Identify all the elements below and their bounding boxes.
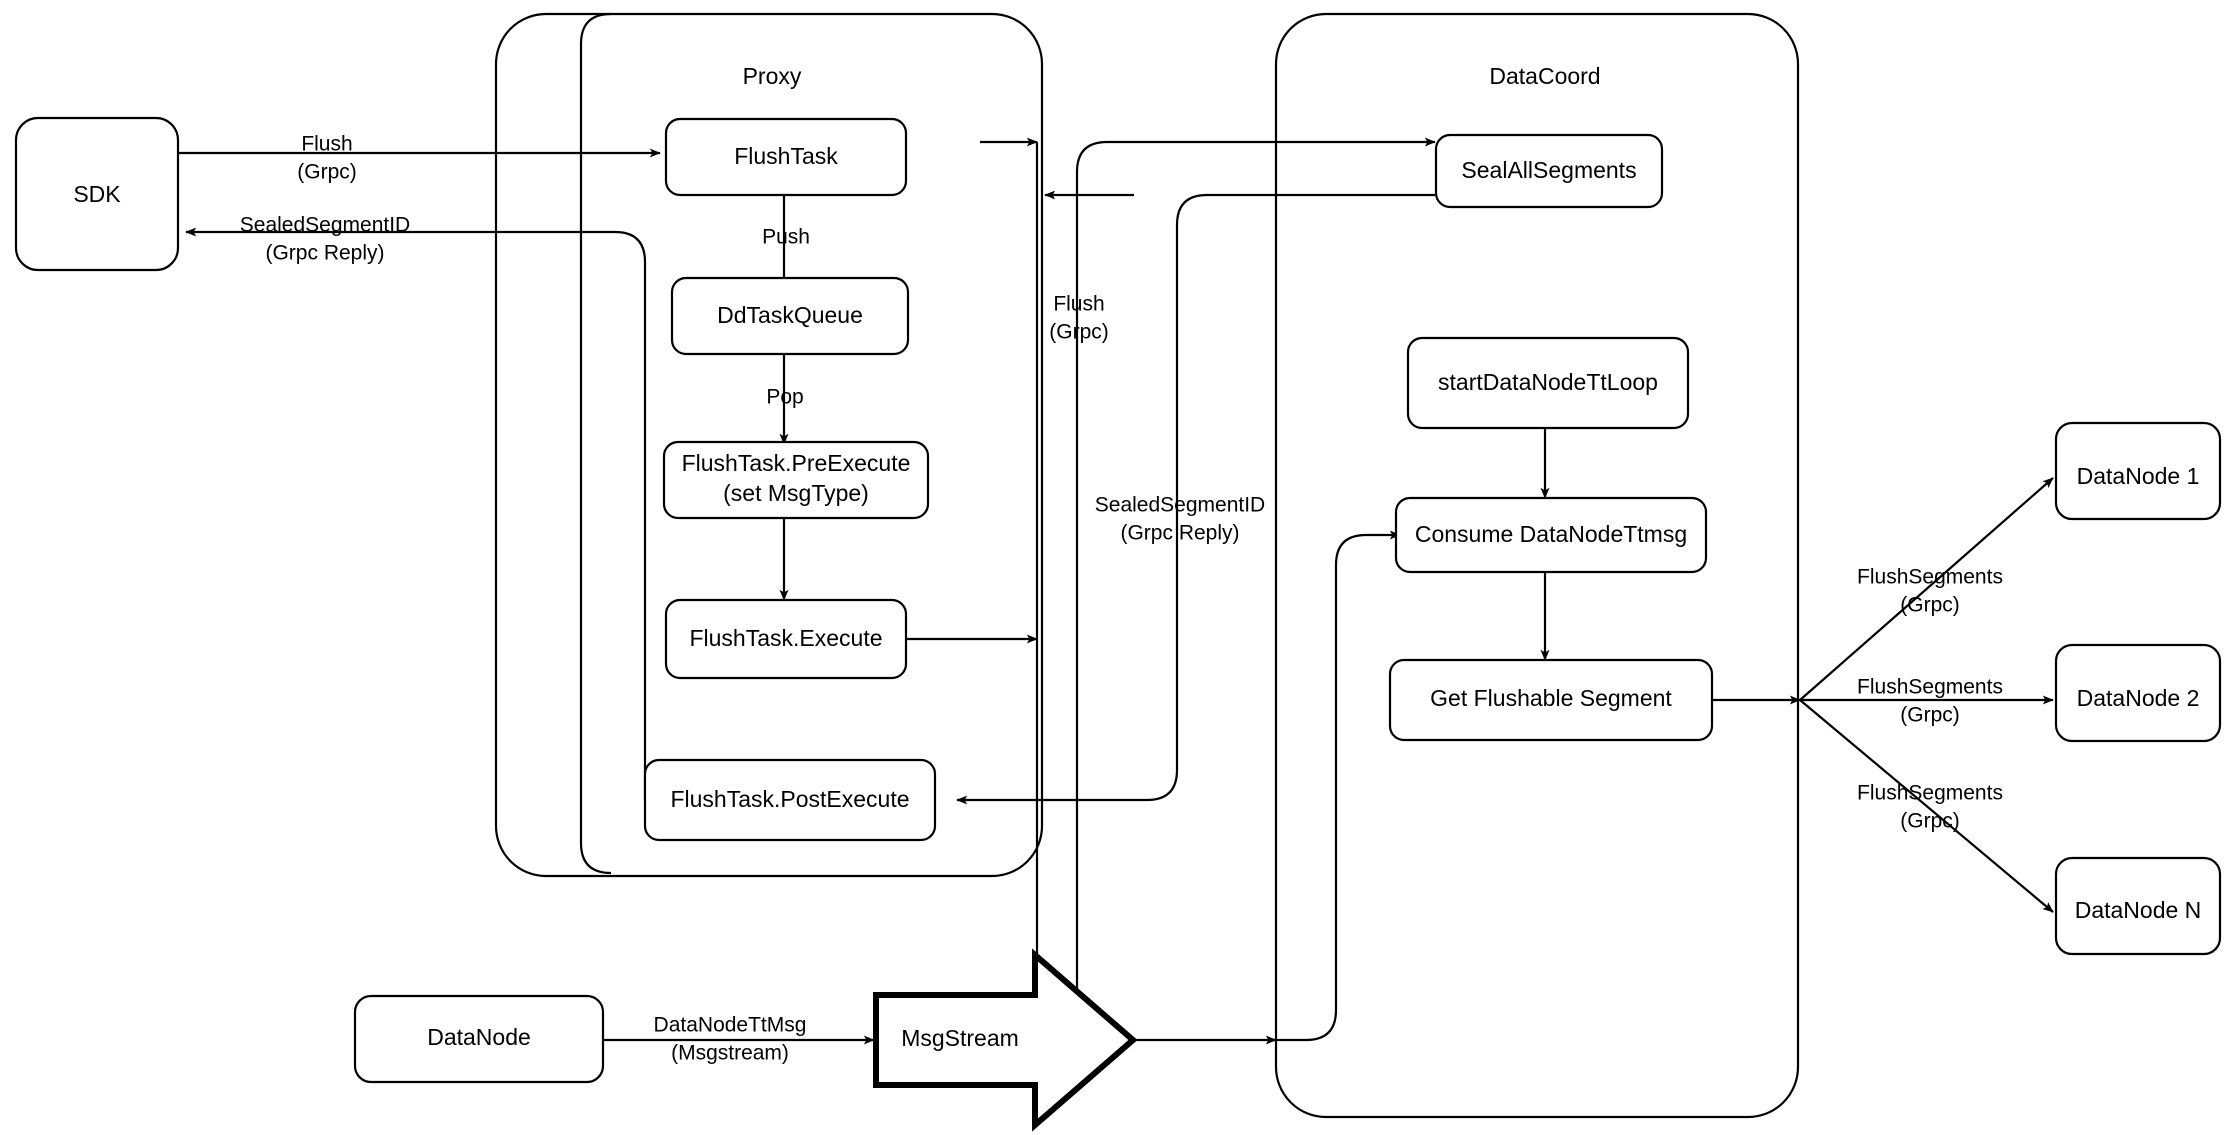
datacoord-container-border [1274,12,1800,1119]
node-ddtaskqueue[interactable]: DdTaskQueue [670,276,910,356]
edge-label-flushsegments-n: FlushSegments (Grpc) [1857,782,2003,833]
node-datanode-n[interactable]: DataNode N [2054,856,2222,956]
edge-trunk-proxy-left-upper [579,12,612,153]
edge-label-sdk-to-proxy: Flush (Grpc) [297,133,357,184]
proxy-container: Proxy [494,12,1044,878]
edge-flush-grpc-trunk [1075,137,1436,639]
edge-label-proxy-to-sdk: SealedSegmentID (Grpc Reply) [240,214,410,265]
edge-label-flush-grpc-line1: Flush [1053,293,1104,316]
node-msgstream-shape[interactable] [873,948,1138,1132]
edge-label-push: Push [762,226,810,249]
edge-label-flushsegments-n-line1: FlushSegments [1857,782,2003,805]
node-datanode-source[interactable]: DataNode [353,994,605,1084]
node-flushtask-box[interactable] [664,117,908,197]
node-flushtask-postexecute-label: FlushTask.PostExecute [670,786,909,812]
node-sdk-label: SDK [73,181,121,207]
node-sealallsegments-label: SealAllSegments [1461,157,1636,183]
edge-label-flush-line1: Flush [301,133,352,156]
node-datanode-n-label: DataNode N [2075,897,2202,923]
edge-label-sealedsegmentid-reply-line2: (Grpc Reply) [1120,522,1239,545]
node-flushtask-preexecute[interactable]: FlushTask.PreExecute (set MsgType) [662,440,930,520]
node-get-flushable-segment[interactable]: Get Flushable Segment [1388,658,1714,742]
edge-trunk-proxy-left-lower [579,153,612,875]
node-msgstream[interactable]: MsgStream [873,948,1138,1132]
node-consume-datanodettmsg-label: Consume DataNodeTtmsg [1415,521,1687,547]
node-msgstream-label: MsgStream [901,1025,1019,1051]
edge-label-flush-line2: (Grpc) [297,161,357,184]
node-startdatanodettloop-box[interactable] [1406,336,1690,430]
edge-label-sealedsegmentid-line1: SealedSegmentID [240,214,410,237]
proxy-container-label: Proxy [743,63,802,89]
node-startdatanodettloop[interactable]: startDataNodeTtLoop [1406,336,1690,430]
node-flushtask-postexecute[interactable]: FlushTask.PostExecute [643,758,937,842]
edge-label-flushsegments-1-line1: FlushSegments [1857,566,2003,589]
node-flushtask-execute-label: FlushTask.Execute [689,625,882,651]
edge-label-proxy-to-datacoord: Flush (Grpc) [1049,293,1109,344]
node-startdatanodettloop-label: startDataNodeTtLoop [1438,369,1658,395]
edge-label-pop: Pop [766,386,803,409]
edge-label-datacoord-to-proxy: SealedSegmentID (Grpc Reply) [1095,494,1265,545]
node-get-flushable-segment-box[interactable] [1388,658,1714,742]
edge-datacoord-entry-to-consume [1276,530,1401,1042]
edge-postexecute-to-sdk-path [581,230,647,800]
node-datanode-2-box[interactable] [2054,643,2222,743]
node-flushtask[interactable]: FlushTask [664,117,908,197]
node-flushtask-execute-box[interactable] [664,598,908,680]
node-flushtask-preexecute-label-line2: (set MsgType) [723,480,869,506]
edge-label-flush-grpc-line2: (Grpc) [1049,321,1109,344]
edge-label-flushsegments-n-line2: (Grpc) [1900,810,1960,833]
node-datanode-1[interactable]: DataNode 1 [2054,421,2222,521]
edge-label-flushsegments-1: FlushSegments (Grpc) [1857,566,2003,617]
edge-label-flushsegments-2-line1: FlushSegments [1857,676,2003,699]
edge-label-datanodettmsg-line1: DataNodeTtMsg [654,1014,807,1037]
node-flushtask-label: FlushTask [734,143,838,169]
node-sealallsegments[interactable]: SealAllSegments [1434,133,1664,209]
edge-label-sealedsegmentid-reply-line1: SealedSegmentID [1095,494,1265,517]
node-sdk-box[interactable] [14,116,180,272]
datacoord-container: DataCoord [1274,12,1800,1119]
edge-fanout-to-datanode-n [1799,699,2054,913]
node-flushtask-execute[interactable]: FlushTask.Execute [664,598,908,680]
node-get-flushable-segment-label: Get Flushable Segment [1430,685,1672,711]
edge-sealedsegmentid-reply-trunk [956,193,1435,805]
node-datanode-n-box[interactable] [2054,856,2222,956]
edge-label-flushsegments-1-line2: (Grpc) [1900,594,1960,617]
node-flushtask-preexecute-label-line1: FlushTask.PreExecute [682,450,911,476]
node-datanode-2[interactable]: DataNode 2 [2054,643,2222,743]
node-flushtask-postexecute-box[interactable] [643,758,937,842]
node-consume-datanodettmsg-box[interactable] [1394,496,1708,574]
node-sdk[interactable]: SDK [14,116,180,272]
node-datanode-1-box[interactable] [2054,421,2222,521]
node-datanode-source-box[interactable] [353,994,605,1084]
node-sealallsegments-box[interactable] [1434,133,1664,209]
node-datanode-1-label: DataNode 1 [2077,463,2200,489]
edge-label-flushsegments-2-line2: (Grpc) [1900,704,1960,727]
node-datanode-source-label: DataNode [427,1024,531,1050]
edge-label-sealedsegmentid-line2: (Grpc Reply) [265,242,384,265]
node-ddtaskqueue-box[interactable] [670,276,910,356]
node-datanode-2-label: DataNode 2 [2077,685,2200,711]
edge-label-flushsegments-2: FlushSegments (Grpc) [1857,676,2003,727]
proxy-container-border [494,12,1044,878]
node-ddtaskqueue-label: DdTaskQueue [717,302,863,328]
node-flushtask-preexecute-box[interactable] [662,440,930,520]
edge-fanout-to-datanode-1 [1799,477,2054,701]
edge-label-datanodettmsg-line2: (Msgstream) [671,1042,789,1065]
edge-label-datanode-to-msgstream: DataNodeTtMsg (Msgstream) [654,1014,807,1065]
node-consume-datanodettmsg[interactable]: Consume DataNodeTtmsg [1394,496,1708,574]
datacoord-container-label: DataCoord [1489,63,1600,89]
